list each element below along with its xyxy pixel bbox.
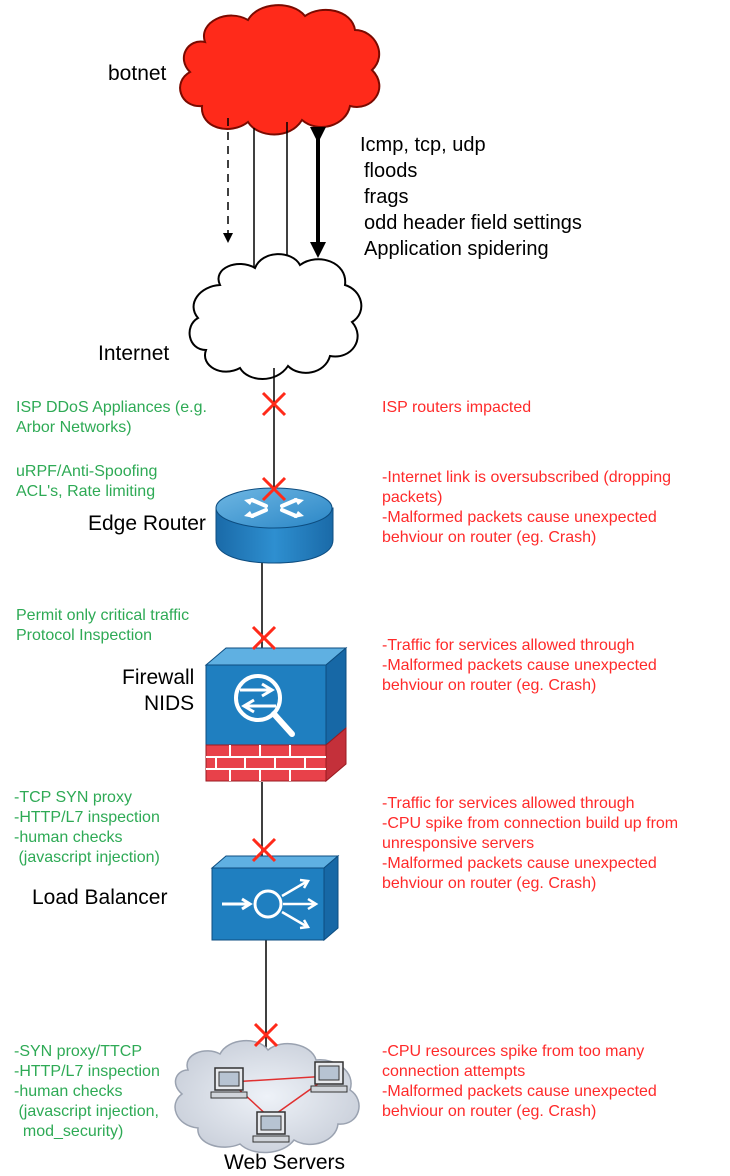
- lb-impact: -Traffic for services allowed through -C…: [382, 794, 678, 894]
- nids-label: NIDS: [144, 692, 195, 715]
- x-mark: [261, 476, 287, 502]
- impact-line: -CPU spike from connection build up from: [382, 815, 679, 832]
- edge-router-label: Edge Router: [88, 512, 206, 535]
- attack-type: Application spidering: [364, 238, 549, 260]
- mitigation-line: mod_security): [14, 1123, 124, 1140]
- servers-impact: -CPU resources spike from too many conne…: [382, 1042, 657, 1122]
- impact-line: unresponsive servers: [382, 835, 535, 852]
- impact-line: -Malformed packets cause unexpected: [382, 855, 657, 872]
- mitigation-line: Permit only critical traffic: [16, 607, 190, 624]
- impact-line: -CPU resources spike from too many: [382, 1043, 645, 1060]
- impact-line: -Internet link is oversubscribed (droppi…: [382, 469, 672, 486]
- mitigation-line: -human checks: [14, 829, 123, 846]
- computer-icon: [210, 1067, 248, 1099]
- impact-line: -Traffic for services allowed through: [382, 637, 635, 654]
- attack-type: frags: [364, 186, 409, 208]
- attack-type: Icmp, tcp, udp: [360, 134, 486, 156]
- edge-mitigation: uRPF/Anti-Spoofing ACL's, Rate limiting: [16, 462, 157, 502]
- mitigation-line: -HTTP/L7 inspection: [14, 809, 160, 826]
- internet-label: Internet: [98, 342, 170, 365]
- firewall-mitigation: Permit only critical traffic Protocol In…: [16, 606, 189, 646]
- servers-mitigation: -SYN proxy/TTCP -HTTP/L7 inspection -hum…: [14, 1042, 160, 1142]
- attack-type: odd header field settings: [364, 212, 582, 234]
- computer-icon: [252, 1111, 290, 1143]
- impact-line: behviour on router (eg. Crash): [382, 875, 597, 892]
- impact-line: ISP routers impacted: [382, 399, 532, 416]
- mitigation-line: Protocol Inspection: [16, 627, 153, 644]
- impact-line: -Malformed packets cause unexpected: [382, 1083, 657, 1100]
- mitigation-line: ISP DDoS Appliances (e.g.: [16, 399, 207, 416]
- mitigation-line: -TCP SYN proxy: [14, 789, 132, 806]
- mitigation-line: (javascript injection,: [14, 1103, 159, 1120]
- edge-router-icon: [215, 487, 334, 564]
- x-mark: [253, 1022, 279, 1048]
- lb-mitigation: -TCP SYN proxy -HTTP/L7 inspection -huma…: [14, 788, 160, 868]
- load-balancer-label: Load Balancer: [32, 886, 168, 909]
- botnet-label: botnet: [108, 62, 167, 85]
- impact-line: -Malformed packets cause unexpected: [382, 509, 657, 526]
- mitigation-line: -HTTP/L7 inspection: [14, 1063, 160, 1080]
- internet-cloud: [188, 253, 363, 380]
- attack-types-list: Icmp, tcp, udp floods frags odd header f…: [358, 132, 582, 262]
- x-mark: [251, 625, 277, 651]
- isp-mitigation: ISP DDoS Appliances (e.g. Arbor Networks…: [16, 398, 207, 438]
- impact-line: connection attempts: [382, 1063, 526, 1080]
- load-balancer-icon: [210, 854, 340, 942]
- impact-line: behviour on router (eg. Crash): [382, 677, 597, 694]
- mitigation-line: -human checks: [14, 1083, 123, 1100]
- impact-line: -Malformed packets cause unexpected: [382, 657, 657, 674]
- mitigation-line: uRPF/Anti-Spoofing: [16, 463, 158, 480]
- attack-type: floods: [364, 160, 418, 182]
- impact-line: packets): [382, 489, 443, 506]
- firewall-label: Firewall: [122, 666, 195, 689]
- web-servers-label: Web Servers: [224, 1151, 345, 1174]
- edge-impact: -Internet link is oversubscribed (droppi…: [382, 468, 671, 548]
- impact-line: -Traffic for services allowed through: [382, 795, 635, 812]
- isp-impact: ISP routers impacted: [382, 398, 531, 418]
- mitigation-line: ACL's, Rate limiting: [16, 483, 156, 500]
- mitigation-line: -SYN proxy/TTCP: [14, 1043, 143, 1060]
- computer-icon: [310, 1061, 348, 1093]
- x-mark: [251, 837, 277, 863]
- web-servers-icon: [174, 1039, 360, 1154]
- mitigation-line: Arbor Networks): [16, 419, 132, 436]
- impact-line: behviour on router (eg. Crash): [382, 529, 597, 546]
- firewall-impact: -Traffic for services allowed through -M…: [382, 636, 657, 696]
- mitigation-line: (javascript injection): [14, 849, 160, 866]
- x-mark: [261, 391, 287, 417]
- impact-line: behviour on router (eg. Crash): [382, 1103, 597, 1120]
- botnet-cloud: [179, 4, 381, 136]
- firewall-icon: [204, 646, 348, 783]
